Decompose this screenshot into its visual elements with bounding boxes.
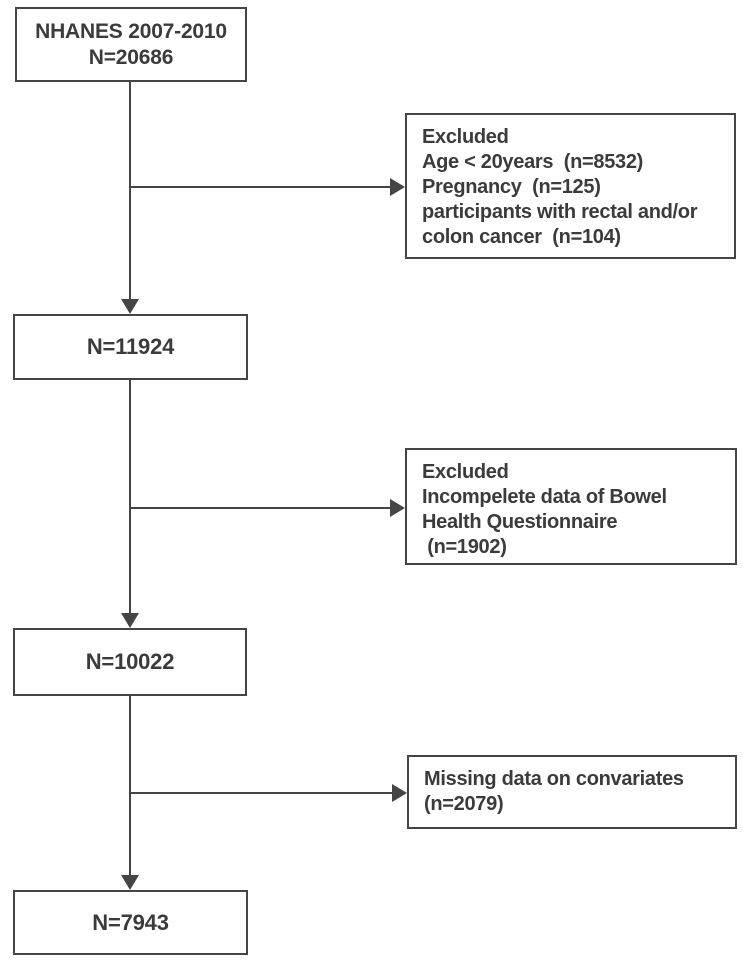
box-count-2: N=10022 bbox=[13, 628, 247, 696]
arrow-down-icon bbox=[121, 613, 139, 628]
excluded-2-title: Excluded bbox=[422, 461, 509, 483]
box-count-1: N=11924 bbox=[13, 314, 248, 380]
box-excluded-2: Excluded Incompelete data of Bowel Healt… bbox=[405, 448, 737, 565]
connector-branch-3 bbox=[130, 792, 392, 794]
connector-vertical-1 bbox=[129, 82, 131, 300]
arrow-down-icon bbox=[121, 299, 139, 314]
excluded-2-reason-b: Health Questionnaire bbox=[422, 511, 618, 533]
connector-vertical-3 bbox=[129, 696, 131, 876]
box-count-3: N=7943 bbox=[13, 890, 248, 955]
box-excluded-1: Excluded Age < 20years (n=8532) Pregnanc… bbox=[405, 113, 736, 259]
excluded-2-count: (n=1902) bbox=[422, 536, 507, 558]
connector-vertical-2 bbox=[129, 380, 131, 614]
box-excluded-3: Missing data on convariates (n=2079) bbox=[407, 755, 737, 829]
arrow-right-icon bbox=[390, 499, 405, 517]
excluded-1-reason-cancer-b: colon cancer (n=104) bbox=[422, 226, 621, 248]
box-nhanes-start: NHANES 2007-2010 N=20686 bbox=[15, 7, 247, 82]
arrow-down-icon bbox=[121, 875, 139, 890]
arrow-right-icon bbox=[390, 178, 405, 196]
count-2-label: N=10022 bbox=[85, 649, 175, 674]
excluded-1-title: Excluded bbox=[422, 126, 509, 148]
excluded-1-reason-pregnancy: Pregnancy (n=125) bbox=[422, 176, 601, 198]
excluded-3-count: (n=2079) bbox=[424, 793, 504, 815]
arrow-right-icon bbox=[392, 784, 407, 802]
excluded-1-reason-cancer-a: participants with rectal and/or bbox=[422, 201, 698, 223]
start-box-count: N=20686 bbox=[88, 45, 174, 69]
count-1-label: N=11924 bbox=[86, 334, 175, 359]
connector-branch-2 bbox=[130, 507, 390, 509]
excluded-2-reason-a: Incompelete data of Bowel bbox=[422, 486, 667, 508]
connector-branch-1 bbox=[130, 186, 390, 188]
count-3-label: N=7943 bbox=[92, 909, 169, 935]
excluded-1-reason-age: Age < 20years (n=8532) bbox=[422, 151, 644, 173]
excluded-3-reason: Missing data on convariates bbox=[424, 768, 684, 790]
start-box-line: NHANES 2007-2010 bbox=[35, 19, 227, 43]
